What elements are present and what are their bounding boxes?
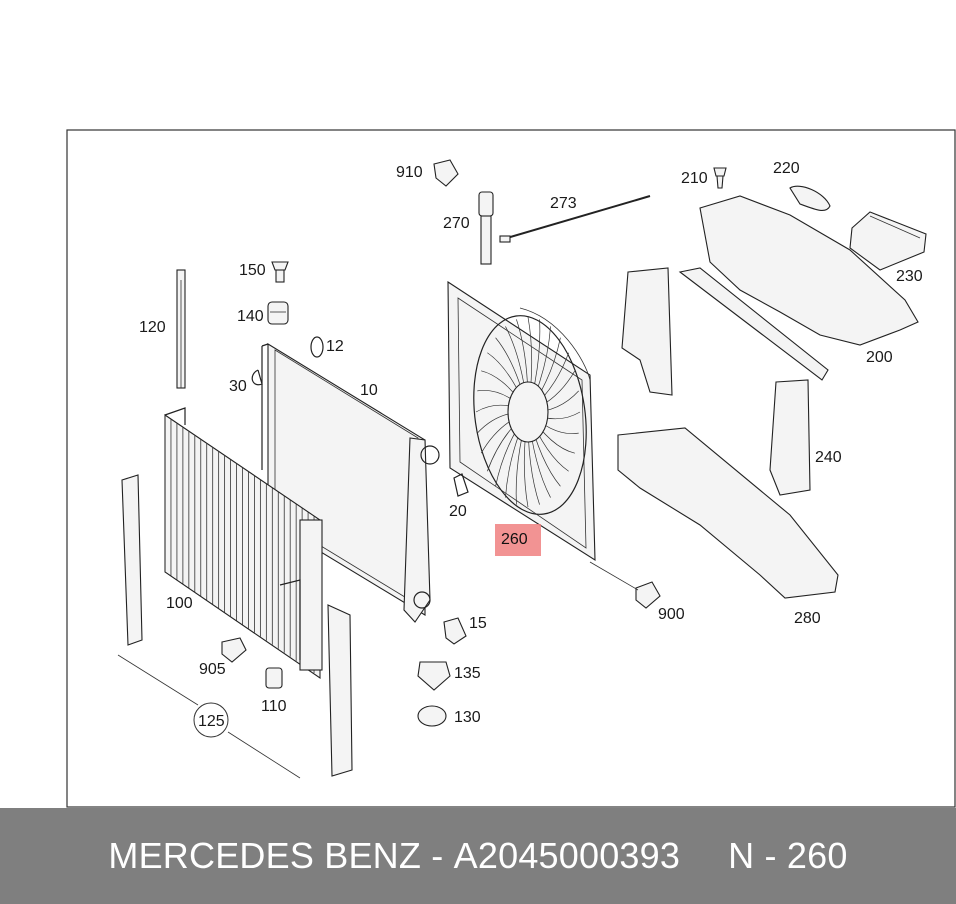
part-240-left-panel: [621, 267, 673, 396]
highlight-260: [495, 524, 541, 556]
callout-210: 210: [681, 170, 708, 187]
footer-separator: -: [431, 835, 444, 876]
callout-905: 905: [199, 661, 226, 678]
callout-270: 270: [443, 215, 470, 232]
callout-910: 910: [396, 164, 423, 181]
part-273-cable: [499, 195, 651, 243]
callout-labels: 910 270 273 210 220 230 200 150 140 12 1…: [139, 160, 923, 730]
part-12-ring: [310, 336, 324, 358]
callout-220: 220: [773, 160, 800, 177]
footer-reference: N - 260: [728, 835, 848, 876]
part-10-radiator: [261, 343, 440, 623]
callout-135: 135: [454, 665, 481, 682]
part-900-clip: [635, 581, 661, 609]
part-110-bushing: [265, 667, 283, 689]
part-135-cap: [417, 661, 451, 691]
part-15-sensor: [443, 617, 467, 645]
callout-125: 125: [198, 713, 225, 730]
callout-120: 120: [139, 319, 166, 336]
part-240-link: [678, 267, 829, 381]
part-120-rod: [176, 269, 186, 389]
part-230-module: [849, 211, 927, 271]
callout-15: 15: [469, 615, 487, 632]
part-270-plug: [478, 191, 494, 265]
callout-280: 280: [794, 610, 821, 627]
part-140-mount: [267, 301, 289, 325]
callout-10: 10: [360, 382, 378, 399]
callout-260: 260: [501, 531, 528, 548]
part-130-cap: [417, 705, 447, 727]
part-150-clip: [271, 261, 289, 283]
part-910-clip: [433, 159, 459, 187]
part-200-top-panel: [699, 195, 919, 346]
footer-bar: MERCEDES BENZ - A2045000393 N - 260: [0, 808, 956, 904]
callout-130: 130: [454, 709, 481, 726]
callout-900: 900: [658, 606, 685, 623]
part-260-fan-shroud: [447, 280, 596, 562]
callout-240: 240: [815, 449, 842, 466]
callout-230: 230: [896, 268, 923, 285]
callout-100: 100: [166, 595, 193, 612]
callout-140: 140: [237, 308, 264, 325]
callout-273: 273: [550, 195, 577, 212]
callout-20: 20: [449, 503, 467, 520]
callout-200: 200: [866, 349, 893, 366]
callout-150: 150: [239, 262, 266, 279]
callout-110: 110: [261, 698, 287, 715]
part-125-right-bracket: [327, 604, 353, 777]
part-20-clip: [453, 473, 469, 497]
part-905-clip: [221, 637, 247, 663]
parts-diagram: 910 270 273 210 220 230 200 150 140 12 1…: [66, 129, 956, 808]
callout-12: 12: [326, 338, 344, 355]
part-125-left-bracket: [121, 474, 143, 646]
part-220-seal: [789, 185, 831, 212]
part-100-condenser: [164, 407, 323, 680]
callout-30: 30: [229, 378, 247, 395]
footer-brand: MERCEDES BENZ: [108, 835, 422, 876]
callout-125-circle: [193, 702, 229, 738]
part-240-right-panel: [769, 379, 811, 496]
part-280-lower-frame: [617, 427, 839, 599]
part-210-clip: [713, 167, 727, 189]
footer-part-number: A2045000393: [453, 835, 681, 876]
